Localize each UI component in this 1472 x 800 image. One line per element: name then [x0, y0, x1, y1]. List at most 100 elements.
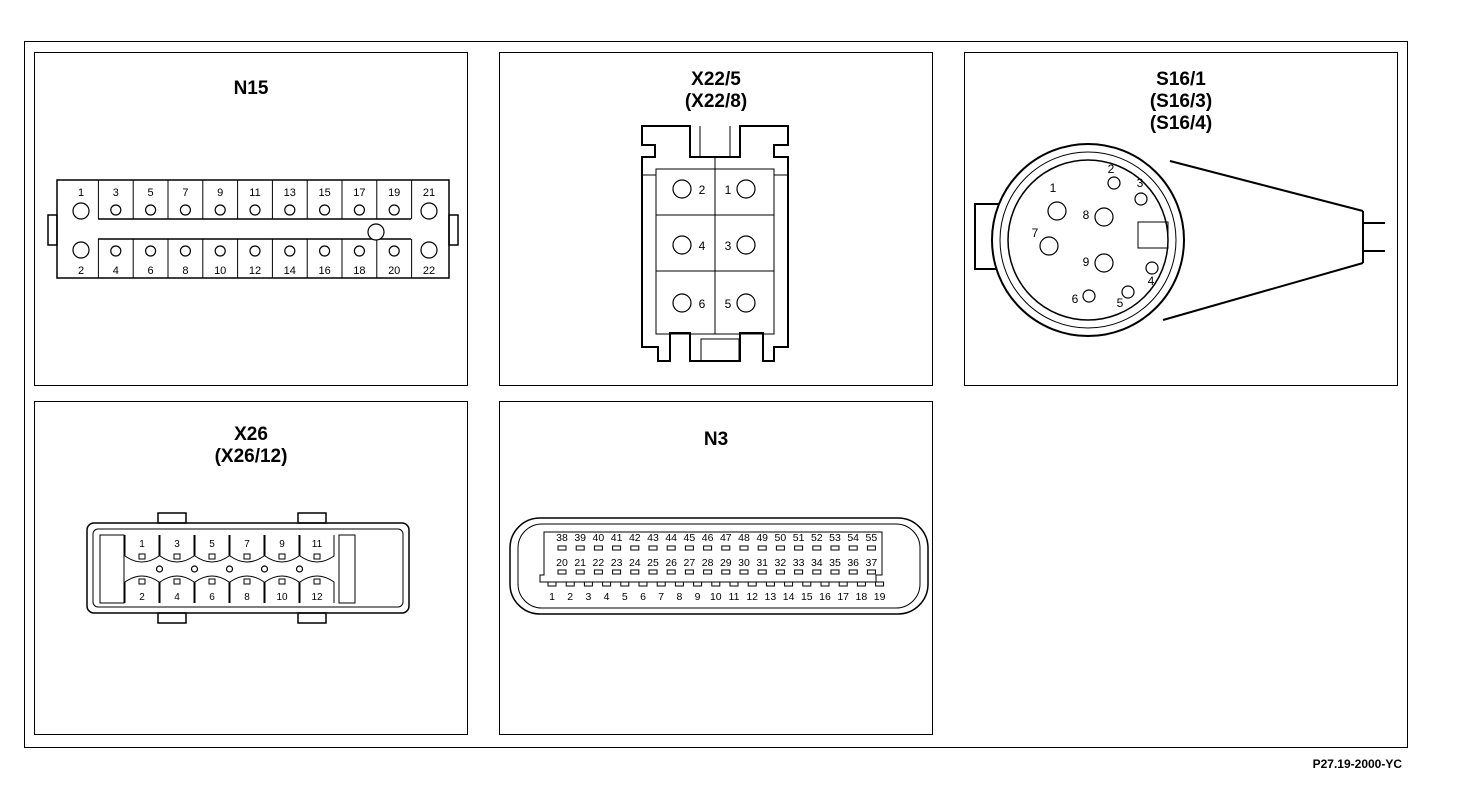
pin-socket: [684, 545, 694, 551]
pin-number: 35: [829, 557, 841, 569]
pin-socket: [593, 545, 603, 551]
pin-number: 13: [765, 591, 777, 603]
pin-number: 3: [113, 187, 119, 199]
pin-socket: [353, 204, 365, 216]
pin-socket: [794, 569, 804, 575]
pin-number: 3: [725, 239, 732, 253]
pin-number: 29: [720, 557, 732, 569]
pin-socket: [630, 545, 640, 551]
pin-number: 32: [775, 557, 787, 569]
pin-socket: [612, 545, 622, 551]
pin-socket: [848, 569, 858, 575]
pin-number: 13: [284, 187, 296, 199]
pin-socket: [602, 581, 612, 587]
pin-socket: [729, 581, 739, 587]
pin-number: 2: [699, 183, 706, 197]
pin-number: 1: [1050, 181, 1057, 195]
pin-number: 6: [209, 592, 215, 603]
pin-number: 43: [647, 532, 659, 544]
pin-socket: [557, 545, 567, 551]
pin-number: 4: [1148, 274, 1155, 288]
pin-number: 52: [811, 532, 823, 544]
pin-number: 15: [801, 591, 813, 603]
pin-number: 10: [214, 265, 226, 277]
cavity-bottom: [264, 575, 300, 603]
pin-socket: [243, 553, 251, 560]
pin-number: 34: [811, 557, 823, 569]
cavity-top: [159, 535, 195, 563]
pin-socket: [765, 581, 775, 587]
pin-socket: [830, 569, 840, 575]
pin-socket: [1039, 236, 1059, 256]
pin-socket: [721, 569, 731, 575]
pin-number: 10: [276, 592, 288, 603]
pin-number: 2: [567, 591, 573, 603]
pin-socket: [313, 578, 321, 585]
pin-socket: [784, 581, 794, 587]
pin-number: 21: [423, 187, 435, 199]
pin-number: 54: [847, 532, 859, 544]
pin-socket: [775, 545, 785, 551]
pin-socket: [739, 569, 749, 575]
pin-number: 53: [829, 532, 841, 544]
pin-socket: [612, 569, 622, 575]
pin-socket: [630, 569, 640, 575]
pin-number: 9: [695, 591, 701, 603]
cavity-top: [124, 535, 160, 563]
pin-number: 2: [78, 265, 84, 277]
pin-socket: [138, 578, 146, 585]
pin-number: 20: [388, 265, 400, 277]
pin-socket: [144, 245, 157, 257]
pin-socket: [757, 569, 767, 575]
pin-number: 3: [1137, 176, 1144, 190]
pin-socket: [684, 569, 694, 575]
cavity-top: [264, 535, 300, 563]
pin-number: 8: [244, 592, 250, 603]
figure-reference: P27.19-2000-YC: [1312, 757, 1402, 771]
pin-socket: [739, 545, 749, 551]
pin-socket: [179, 245, 191, 257]
pin-number: 55: [866, 532, 878, 544]
pin-socket: [225, 565, 234, 573]
pin-number: 17: [353, 187, 365, 199]
pin-number: 27: [684, 557, 696, 569]
pin-number: 4: [604, 591, 610, 603]
pin-socket: [866, 545, 876, 551]
pin-number: 7: [182, 187, 188, 199]
pin-number: 36: [847, 557, 859, 569]
connector-name: X22/5: [691, 69, 741, 90]
pin-socket: [214, 245, 226, 257]
pin-socket: [593, 569, 603, 575]
pin-number: 47: [720, 532, 732, 544]
pin-socket: [319, 245, 331, 257]
pin-socket: [138, 553, 146, 560]
pin-socket: [208, 553, 216, 560]
pin-number: 15: [318, 187, 330, 199]
pin-number: 5: [725, 297, 732, 311]
pin-number: 8: [182, 265, 188, 277]
pin-socket: [565, 581, 575, 587]
pin-socket: [1134, 192, 1148, 206]
pin-socket: [547, 581, 557, 587]
pin-socket: [72, 202, 90, 220]
pin-socket: [672, 179, 692, 199]
pin-socket: [173, 553, 181, 560]
pin-number: 12: [249, 265, 261, 277]
pin-number: 2: [139, 592, 145, 603]
pin-number: 28: [702, 557, 714, 569]
pin-socket: [278, 553, 286, 560]
pin-socket: [703, 569, 713, 575]
pin-socket: [1107, 176, 1121, 190]
pin-socket: [1094, 207, 1114, 227]
pin-socket: [757, 545, 767, 551]
panel-title: N15: [35, 78, 467, 100]
pin-socket: [747, 581, 757, 587]
pin-socket: [830, 545, 840, 551]
cavity-top: [299, 535, 335, 563]
connector-variant: (X26/12): [214, 446, 288, 467]
